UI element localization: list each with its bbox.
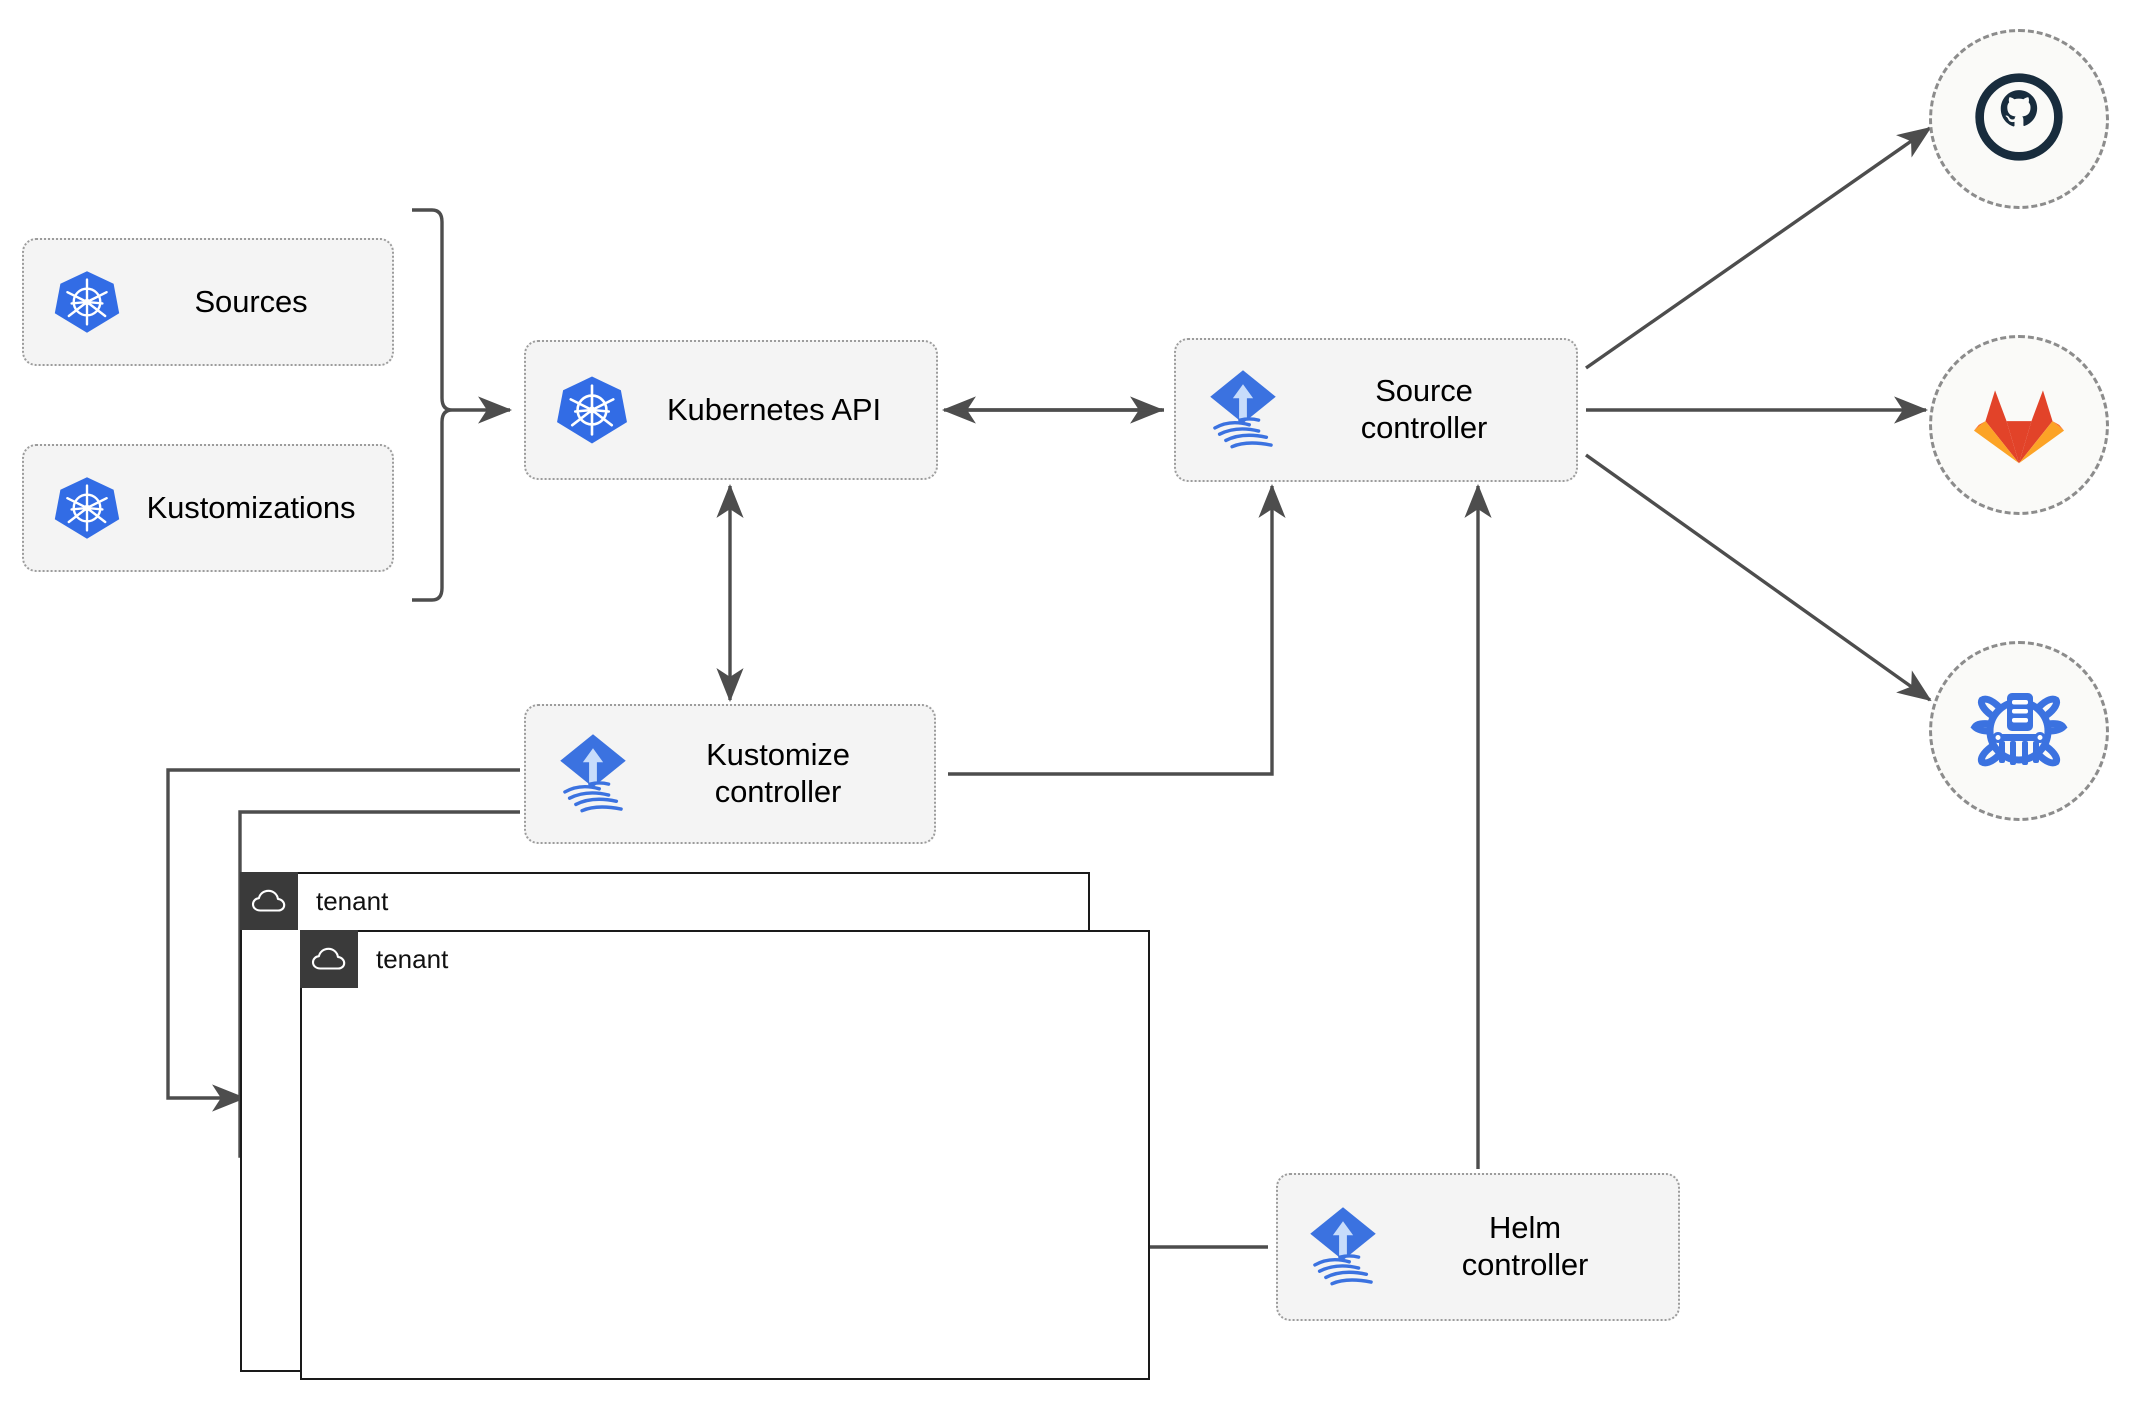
node-kustomizations[interactable]: Kustomizations <box>22 444 394 572</box>
tenant-tab-back: tenant <box>240 872 388 930</box>
flux-icon <box>554 731 632 817</box>
external-service-github[interactable] <box>1929 29 2109 209</box>
node-label: Kustomize controller <box>706 737 850 809</box>
kubernetes-icon <box>52 267 122 337</box>
node-helm-controller[interactable]: Helm controller <box>1276 1173 1680 1321</box>
edge-kustomize-to-tenant-back-line <box>166 768 520 1100</box>
node-label: Source controller <box>1360 373 1488 445</box>
edge-source-to-bucket <box>1585 453 1932 702</box>
node-label: Kubernetes API <box>666 391 882 427</box>
kubernetes-icon <box>52 473 122 543</box>
flux-icon <box>1304 1204 1382 1290</box>
github-icon <box>1971 69 2067 170</box>
edge-bracket <box>412 208 453 602</box>
external-service-helm-registry[interactable] <box>1929 641 2109 821</box>
cloud-icon <box>240 872 298 930</box>
kubernetes-icon <box>554 372 630 448</box>
node-kubernetes-api[interactable]: Kubernetes API <box>524 340 938 480</box>
node-label: Sources <box>194 283 308 319</box>
node-kustomize-controller[interactable]: Kustomize controller <box>524 704 936 844</box>
node-source-controller[interactable]: Source controller <box>1174 338 1578 482</box>
edge-kustomize-to-source-line <box>948 494 1274 776</box>
tenant-container-front: tenant <box>300 930 1150 1380</box>
tenant-label: tenant <box>376 943 449 974</box>
node-label: Helm controller <box>1461 1210 1589 1282</box>
flux-icon <box>1204 367 1282 453</box>
node-sources[interactable]: Sources <box>22 238 394 366</box>
external-service-gitlab[interactable] <box>1929 335 2109 515</box>
cloud-icon <box>300 930 358 988</box>
tenant-tab-front: tenant <box>300 930 448 988</box>
edge-source-to-github <box>1585 126 1932 370</box>
gitlab-icon <box>1971 377 2067 474</box>
helm-registry-icon <box>1969 679 2069 784</box>
tenant-label: tenant <box>316 885 389 916</box>
node-label: Kustomizations <box>146 489 356 525</box>
